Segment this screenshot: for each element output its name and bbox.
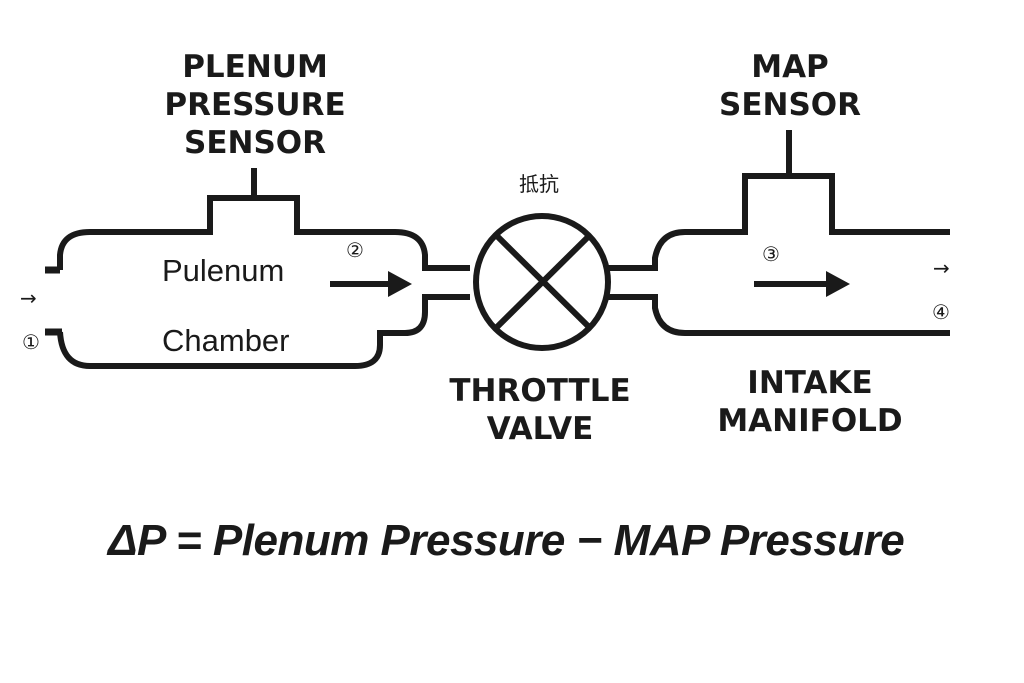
delta-p-equation: ΔP = Plenum Pressure − MAP Pressure (108, 516, 905, 565)
marker-2: ② (346, 238, 364, 262)
plenum-chamber-top-wall (57, 195, 470, 271)
inlet-arrow-icon: → (20, 286, 37, 310)
plenum-chamber-bottom-wall (57, 294, 470, 369)
throttle-valve-cross-b (493, 232, 593, 331)
flow-arrow-manifold-head (826, 271, 850, 297)
intake-manifold-top-wall (608, 173, 950, 271)
map-sensor-label: MAP SENSOR (719, 49, 861, 123)
marker-4: ④ (932, 300, 950, 324)
chamber-label-line1: Pulenum (162, 253, 285, 288)
outlet-arrow-icon: → (933, 256, 950, 280)
intake-manifold-label: INTAKE MANIFOLD (717, 365, 903, 439)
flow-arrow-plenum-head (388, 271, 412, 297)
chamber-label-line2: Chamber (162, 323, 290, 358)
resistance-label: 抵抗 (519, 172, 559, 196)
intake-manifold-bottom-wall (608, 294, 950, 336)
plenum-sensor-label: PLENUM PRESSURE SENSOR (164, 49, 346, 161)
marker-1: ① (22, 330, 40, 354)
marker-3: ③ (762, 242, 780, 266)
throttle-valve-body (473, 213, 611, 351)
throttle-valve-label: THROTTLE VALVE (449, 373, 631, 447)
